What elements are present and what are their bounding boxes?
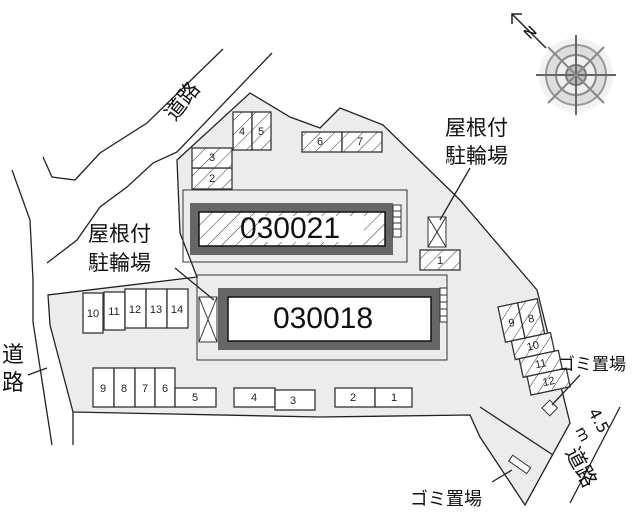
svg-text:13: 13 [150, 304, 162, 316]
parking-slot-11-right[interactable]: 11 [518, 349, 564, 379]
svg-text:6: 6 [162, 383, 168, 395]
svg-text:9: 9 [100, 383, 106, 395]
road-left-outer-edge [11, 169, 53, 446]
parking-slot-6-bottom[interactable]: 6 [154, 367, 176, 408]
parking-slot-6[interactable]: 6 [301, 131, 343, 153]
svg-text:12: 12 [129, 304, 141, 316]
parking-slot-10-right[interactable]: 10 [510, 331, 556, 361]
building-030018-label: 030018 [273, 302, 373, 335]
bike-left-label-1: 屋根付 [88, 222, 151, 246]
svg-text:7: 7 [142, 383, 148, 395]
parking-slot-1[interactable]: 1 [419, 249, 461, 271]
road-right-label: 道路 [561, 443, 602, 491]
bike-right-leader [439, 167, 471, 221]
parking-slot-8-bottom[interactable]: 8 [113, 367, 136, 408]
svg-text:6: 6 [317, 136, 323, 148]
road-width-unit: m [571, 423, 594, 444]
parking-slot-3[interactable]: 3 [191, 147, 233, 169]
svg-text:2: 2 [350, 392, 356, 404]
parking-slot-12-right[interactable]: 12 [526, 367, 571, 396]
road-left-label-2: 路 [2, 371, 24, 396]
svg-text:9: 9 [507, 317, 515, 330]
svg-text:5: 5 [258, 126, 264, 138]
parking-slot-3-bottom[interactable]: 3 [274, 389, 316, 411]
bike-parking-right [427, 216, 447, 248]
building-030018-inner [227, 296, 432, 342]
svg-text:1: 1 [391, 392, 397, 404]
svg-text:8: 8 [121, 383, 127, 395]
parking-slot-7[interactable]: 7 [341, 131, 383, 153]
parking-slot-7-bottom[interactable]: 7 [134, 367, 156, 408]
svg-text:10: 10 [87, 308, 99, 320]
svg-text:5: 5 [192, 392, 198, 404]
svg-text:4: 4 [239, 126, 245, 138]
bike-parking-left [198, 296, 218, 343]
parking-right-group: 9 8 10 11 12 [497, 297, 571, 396]
parking-slot-2[interactable]: 2 [191, 167, 233, 190]
svg-text:3: 3 [209, 152, 215, 164]
road-top-inner-edge [46, 52, 273, 264]
road-top-label: 道路 [160, 77, 205, 125]
garbage-bottom-label: ゴミ置場 [410, 489, 482, 510]
svg-text:3: 3 [290, 395, 296, 407]
svg-text:2: 2 [209, 173, 215, 185]
road-right-outer-edge [569, 406, 621, 504]
garbage-right-leader [551, 374, 581, 406]
stairs-030021 [392, 204, 402, 238]
svg-text:8: 8 [527, 313, 535, 326]
bike-left-leader [174, 267, 215, 301]
road-top-outer-edge [42, 48, 224, 181]
svg-text:14: 14 [171, 304, 183, 316]
svg-text:1: 1 [437, 255, 443, 267]
garbage-right-label: ゴミ置場 [558, 354, 626, 375]
parking-slot-11-left[interactable]: 11 [103, 291, 126, 331]
lot-inner-line [479, 406, 554, 456]
parking-slot-10-left[interactable]: 10 [82, 292, 104, 334]
parking-slot-4[interactable]: 4 [232, 111, 253, 151]
bike-right-label-2: 駐輪場 [445, 144, 508, 168]
parking-slot-1-bottom[interactable]: 1 [374, 387, 413, 408]
road-left-leader [27, 367, 48, 376]
garbage-area-bottom [507, 454, 532, 475]
parking-slot-13-left[interactable]: 13 [145, 288, 168, 329]
svg-text:7: 7 [357, 136, 363, 148]
stairs-030018 [439, 287, 448, 323]
compass-icon [536, 35, 616, 115]
bike-left-label-2: 駐輪場 [88, 251, 151, 275]
parking-slot-14-left[interactable]: 14 [166, 288, 189, 329]
svg-text:11: 11 [534, 357, 548, 371]
building-030021-label: 030021 [240, 212, 340, 245]
svg-text:12: 12 [541, 375, 555, 389]
parking-slot-9-bottom[interactable]: 9 [92, 367, 115, 408]
parking-slot-5[interactable]: 5 [251, 111, 272, 151]
parking-slot-12-left[interactable]: 12 [124, 288, 147, 329]
parking-slot-4-bottom[interactable]: 4 [233, 387, 276, 408]
bike-right-label-1: 屋根付 [445, 116, 508, 140]
road-left-label-1: 道 [2, 343, 24, 368]
svg-text:4: 4 [251, 392, 257, 404]
svg-text:11: 11 [108, 306, 119, 318]
building-030021-outline [182, 189, 408, 263]
svg-text:10: 10 [526, 339, 540, 353]
garbage-bottom-leader [491, 469, 513, 483]
north-arrow-icon: N [511, 13, 547, 49]
parking-slot-5-bottom[interactable]: 5 [174, 387, 217, 408]
parking-slot-2-bottom[interactable]: 2 [334, 387, 376, 408]
